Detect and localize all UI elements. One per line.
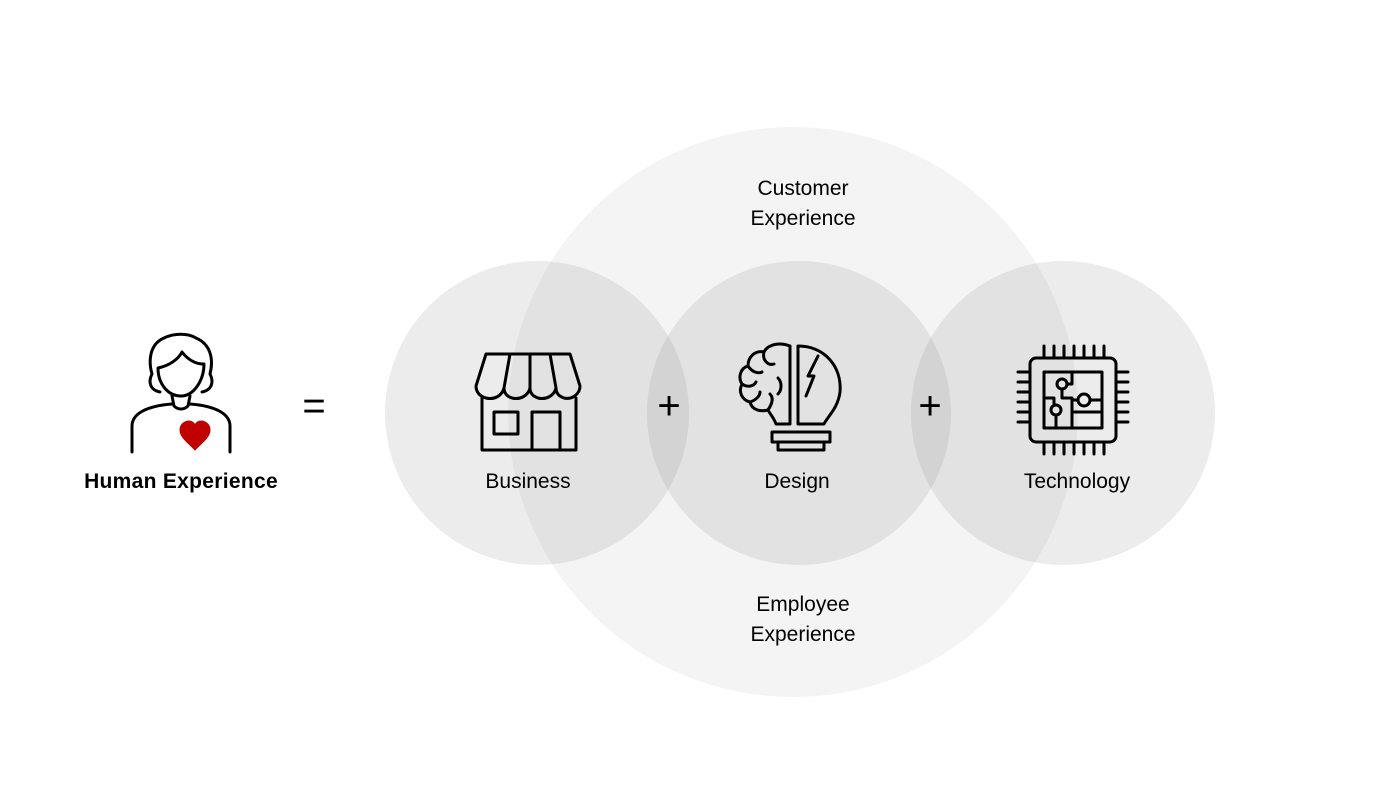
customer-experience-label: Customer Experience [703,174,903,234]
human-experience-label: Human Experience [84,470,278,493]
customer-experience-line-1: Customer [757,177,849,200]
plus-sign-business-design: + [657,384,681,428]
employee-experience-line-1: Employee [756,593,850,616]
brain-lightbulb-icon [738,342,842,452]
employee-experience-label: Employee Experience [703,590,903,650]
circuit-chip-icon [1016,344,1130,456]
plus-sign-design-technology: + [918,384,942,428]
employee-experience-line-2: Experience [750,623,856,646]
storefront-icon [474,352,582,452]
customer-experience-line-2: Experience [750,207,856,230]
person-with-heart-icon [130,332,232,454]
technology-label: Technology [1023,470,1131,493]
outer-experience-circle [508,127,1078,697]
business-label: Business [485,470,571,493]
design-label: Design [764,470,830,493]
equals-sign: = [302,384,326,428]
technology-circle [911,261,1215,565]
